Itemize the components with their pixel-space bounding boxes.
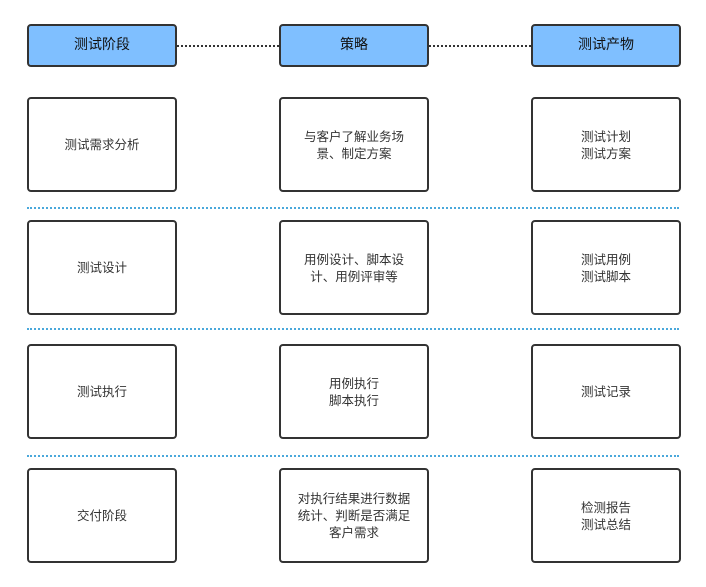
row-separator — [27, 328, 679, 330]
output-box-execution: 测试记录 — [531, 344, 681, 439]
stage-label: 测试设计 — [76, 260, 127, 275]
stage-box-execution: 测试执行 — [27, 344, 177, 439]
strategy-box-requirements: 与客户了解业务场 景、制定方案 — [279, 97, 429, 192]
strategy-label: 用例设计、脚本设 计、用例评审等 — [303, 251, 404, 284]
stage-label: 交付阶段 — [76, 508, 127, 523]
header-strategy: 策略 — [279, 24, 429, 67]
stage-box-design: 测试设计 — [27, 220, 177, 315]
strategy-label: 对执行结果进行数据 统计、判断是否满足 客户需求 — [297, 491, 411, 540]
stage-label: 测试执行 — [76, 384, 127, 399]
strategy-label: 用例执行 脚本执行 — [328, 375, 379, 408]
stage-box-requirements: 测试需求分析 — [27, 97, 177, 192]
strategy-box-design: 用例设计、脚本设 计、用例评审等 — [279, 220, 429, 315]
header-test-output-label: 测试产物 — [578, 37, 634, 53]
output-label: 测试计划 测试方案 — [580, 128, 631, 161]
header-connector-left — [177, 45, 279, 47]
output-label: 检测报告 测试总结 — [580, 499, 631, 532]
stage-box-delivery: 交付阶段 — [27, 468, 177, 563]
output-label: 测试记录 — [580, 384, 631, 399]
row-separator — [27, 207, 679, 209]
header-test-output: 测试产物 — [531, 24, 681, 67]
strategy-label: 与客户了解业务场 景、制定方案 — [303, 128, 404, 161]
output-box-delivery: 检测报告 测试总结 — [531, 468, 681, 563]
stage-label: 测试需求分析 — [64, 137, 140, 152]
header-test-stage-label: 测试阶段 — [74, 37, 130, 53]
header-connector-right — [429, 45, 531, 47]
header-test-stage: 测试阶段 — [27, 24, 177, 67]
output-label: 测试用例 测试脚本 — [580, 251, 631, 284]
output-box-design: 测试用例 测试脚本 — [531, 220, 681, 315]
header-strategy-label: 策略 — [340, 37, 368, 53]
strategy-box-execution: 用例执行 脚本执行 — [279, 344, 429, 439]
strategy-box-delivery: 对执行结果进行数据 统计、判断是否满足 客户需求 — [279, 468, 429, 563]
output-box-requirements: 测试计划 测试方案 — [531, 97, 681, 192]
row-separator — [27, 455, 679, 457]
